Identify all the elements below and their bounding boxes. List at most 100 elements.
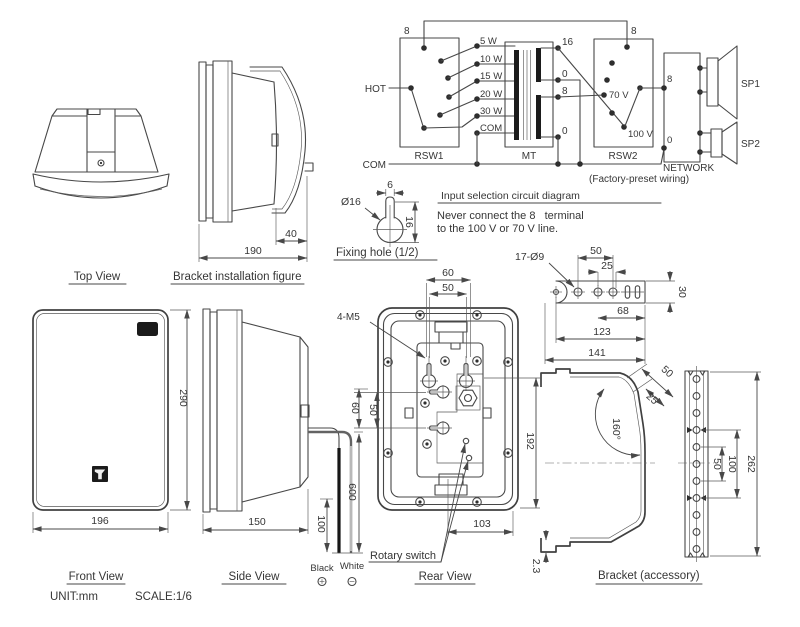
rear-dim-60-left: 60 — [349, 402, 361, 414]
top-view-label: Top View — [74, 271, 121, 283]
mt-tap-16: 16 — [562, 37, 574, 48]
hot-label: HOT — [365, 84, 386, 95]
white-wire — [308, 430, 353, 553]
rotary-switch-label: Rotary switch — [370, 550, 436, 562]
hex-nut-icon — [458, 389, 478, 407]
power-taps: 5 W 10 W 15 W 20 W 30 W COM — [474, 36, 516, 136]
rear-view-label: Rear View — [419, 571, 473, 583]
sp1-label: SP1 — [741, 79, 760, 90]
fixing-hole-detail: 6 Ø16 16 Fixing hole (1/2) — [333, 179, 438, 261]
bracket-dim-25-diag: 25 — [644, 390, 661, 407]
keyhole-slots — [420, 356, 475, 435]
black-wire — [307, 427, 340, 554]
white-wire-label: White — [340, 561, 364, 572]
side-view: 600 100 150 Black White Side View — [202, 308, 364, 587]
side-view-label: Side View — [229, 571, 281, 583]
rotary-switch-hole-2 — [465, 454, 473, 462]
tap-5w: 5 W — [480, 36, 497, 47]
tap-30w: 30 W — [480, 106, 502, 117]
polarity-plus-icon — [317, 576, 327, 587]
dim-150: 150 — [248, 516, 266, 528]
bracket-installation-figure: 40 190 Bracket installation figure — [170, 60, 314, 285]
bracket-accessory: 160° 50 25 2.3 50 100 262 Bracket (acces… — [530, 363, 761, 585]
brand-logo-icon — [92, 466, 108, 482]
input-selection-circuit: 8 RSW1 HOT 5 W 10 W 15 W 20 W 30 W COM 1… — [363, 20, 760, 235]
rsw1-impedance-label: 8 — [404, 26, 410, 37]
plate-callout: 17-Ø9 — [515, 251, 544, 263]
strip-holes — [692, 375, 701, 553]
plate-dim-25: 25 — [601, 260, 613, 272]
dim-190: 190 — [244, 245, 262, 257]
factory-preset-note: (Factory-preset wiring) — [589, 174, 689, 185]
tap-15w: 15 W — [480, 71, 502, 82]
bracket-dim-50-diag: 50 — [659, 363, 676, 380]
tap-10w: 10 W — [480, 54, 502, 65]
matching-transformer: 16 0 8 0 MT — [504, 37, 574, 162]
bracket-dim-50: 50 — [711, 458, 723, 470]
mt-tap-8: 8 — [562, 86, 568, 97]
mt-tap-0b: 0 — [562, 126, 568, 137]
rear-dim-50-left: 50 — [367, 404, 379, 416]
rear-dim-192: 192 — [524, 432, 536, 450]
rsw1-label: RSW1 — [415, 151, 444, 162]
plate-dim-68: 68 — [617, 305, 629, 317]
network-8-label: 8 — [667, 74, 672, 85]
top-view: Top View — [32, 108, 170, 285]
rear-dim-50-top: 50 — [442, 282, 454, 294]
sp2-label: SP2 — [741, 139, 760, 150]
dim-16: 16 — [403, 216, 415, 228]
dim-40: 40 — [285, 228, 297, 240]
bracket-angle-160: 160° — [610, 418, 622, 440]
front-view: 290 196 Front View — [32, 309, 191, 585]
network-box: 8 0 NETWORK — [661, 52, 714, 174]
plate-dim-141: 141 — [588, 347, 606, 359]
bracket-dim-262: 262 — [745, 455, 757, 473]
rotary-switch-hole-1 — [462, 437, 470, 445]
speaker-sp2-icon — [699, 121, 738, 165]
mt-tap-0a: 0 — [562, 69, 568, 80]
dim-dia16: Ø16 — [341, 196, 361, 208]
dim-600: 600 — [346, 483, 358, 501]
plate-dim-50: 50 — [590, 245, 602, 257]
network-label: NETWORK — [663, 163, 714, 174]
rsw2-100v-label: 100 V — [628, 129, 653, 140]
bracket-dim-thickness: 2.3 — [530, 559, 542, 574]
bracket-install-label: Bracket installation figure — [173, 271, 301, 283]
circuit-note-line2: to the 100 V or 70 V line. — [437, 223, 558, 235]
tap-com: COM — [480, 123, 502, 134]
tap-20w: 20 W — [480, 89, 502, 100]
dim-290: 290 — [177, 389, 189, 407]
plate-dim-123: 123 — [593, 326, 611, 338]
rear-dim-103: 103 — [473, 518, 491, 530]
mounting-plate-detail: 17-Ø9 50 25 68 123 141 30 — [515, 245, 688, 364]
circuit-title: Input selection circuit diagram — [441, 190, 580, 202]
speaker-sp1-icon — [699, 45, 738, 120]
front-view-label: Front View — [69, 571, 124, 583]
rsw2-box — [593, 38, 654, 148]
rsw2-label: RSW2 — [609, 151, 638, 162]
rsw2-70v-label: 70 V — [609, 90, 629, 101]
bracket-dim-100: 100 — [726, 455, 738, 473]
mt-label: MT — [522, 151, 536, 162]
rsw1-box — [399, 37, 460, 148]
rear-dim-60-top: 60 — [442, 267, 454, 279]
black-wire-label: Black — [310, 563, 333, 574]
model-badge — [137, 322, 158, 336]
network-0-label: 0 — [667, 135, 672, 146]
rear-view: 4-M5 60 50 60 50 192 103 Rotary switch R… — [337, 267, 540, 585]
footer: UNIT:mm SCALE:1/6 — [50, 591, 192, 603]
circuit-note-line1: Never connect the 8 terminal — [437, 210, 584, 222]
callout-4m5: 4-M5 — [337, 312, 360, 323]
dim-100: 100 — [315, 515, 327, 533]
fixing-hole-label: Fixing hole (1/2) — [336, 247, 419, 259]
dim-slot-6: 6 — [387, 179, 393, 191]
rsw2-impedance-label: 8 — [631, 26, 637, 37]
polarity-minus-icon — [347, 576, 357, 587]
dim-196: 196 — [91, 515, 109, 527]
unit-note: UNIT:mm — [50, 591, 98, 603]
com-label: COM — [363, 160, 386, 171]
plate-dim-30: 30 — [676, 286, 688, 298]
frame-screws — [383, 310, 513, 507]
scale-note: SCALE:1/6 — [135, 591, 192, 603]
